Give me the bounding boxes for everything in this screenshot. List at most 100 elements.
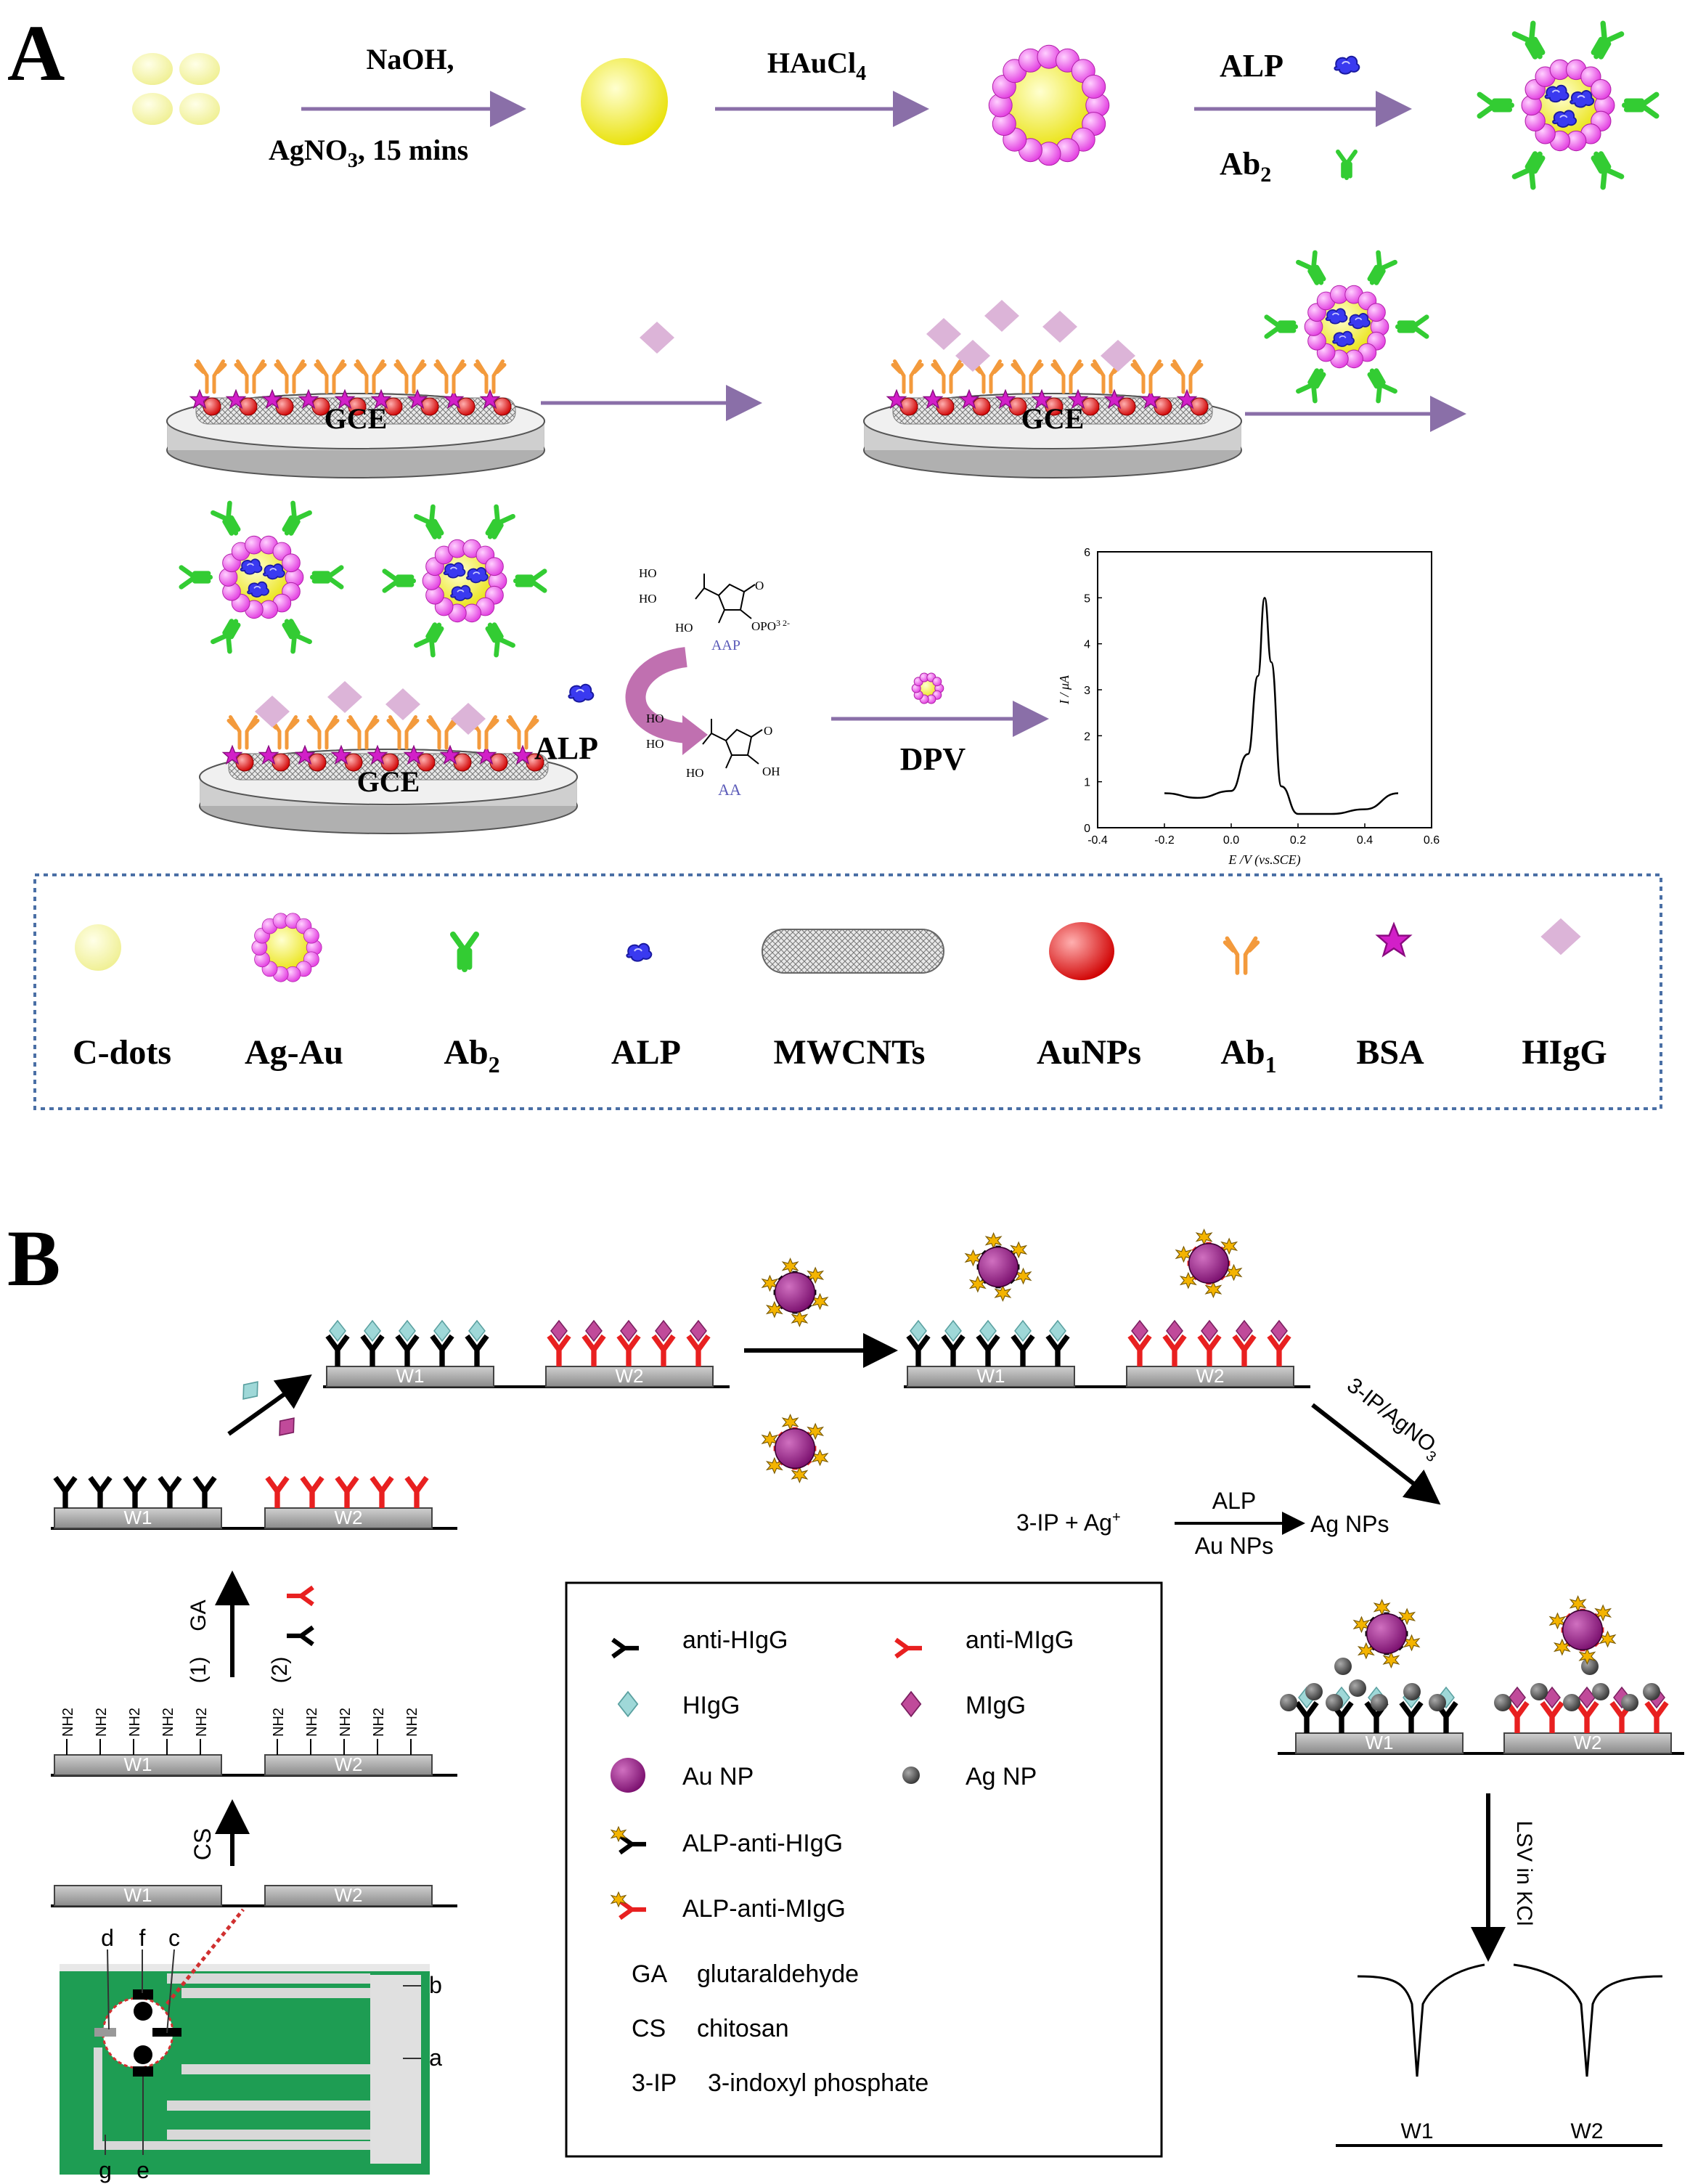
conversion-curved-arrow bbox=[625, 647, 688, 743]
step1-top-label: NaOH, bbox=[366, 43, 454, 76]
gce-label-3: GCE bbox=[357, 765, 420, 798]
hlgg-icon bbox=[640, 322, 674, 354]
legend-aunp-icon bbox=[1049, 922, 1114, 980]
step3-bottom-label: Ab2 bbox=[1220, 146, 1271, 187]
chip-label-g: g bbox=[99, 2157, 112, 2183]
abbrev-ga-key: GA bbox=[632, 1960, 667, 1988]
row3-alp-label: ALP bbox=[534, 730, 598, 766]
chip-label-b: b bbox=[429, 1972, 442, 1998]
ga-step1-label: (1) bbox=[187, 1657, 211, 1684]
legend-label-agau: Ag-Au bbox=[245, 1033, 343, 1072]
nh2-label: NH2 bbox=[94, 1708, 110, 1737]
ag-np-dot bbox=[1429, 1694, 1446, 1711]
legend-b: anti-HIgG anti-MIgG HIgG MIgG Au NP Ag N… bbox=[611, 1626, 1074, 2097]
electrode-w2 bbox=[264, 1885, 433, 1907]
ag-np-dot bbox=[1530, 1683, 1548, 1700]
alp-antibody-au-conjugate bbox=[762, 1414, 828, 1483]
legend-mwcnt-icon bbox=[762, 929, 944, 974]
legend-ag-np: Ag NP bbox=[966, 1763, 1037, 1790]
dpv-xlabel: E /V (vs.SCE) bbox=[1228, 852, 1300, 868]
dpv-ytick-label: 1 bbox=[1084, 777, 1090, 789]
dpv-ytick-label: 4 bbox=[1084, 639, 1090, 651]
aa-o: O bbox=[764, 724, 772, 738]
lsv-w1-label: W1 bbox=[1401, 2119, 1434, 2143]
aap-molecule bbox=[695, 574, 756, 624]
legend-agau-icon bbox=[251, 913, 322, 982]
nh2-label: NH2 bbox=[271, 1708, 287, 1737]
legend-label-cdots: C-dots bbox=[73, 1033, 171, 1072]
legend-alp-anti-migg: ALP-anti-MIgG bbox=[682, 1895, 846, 1923]
alp-antibody-au-conjugate bbox=[1353, 1599, 1420, 1668]
dpv-curve bbox=[1164, 597, 1399, 815]
gce-electrode-1 bbox=[166, 362, 545, 478]
dpv-ytick-label: 6 bbox=[1084, 547, 1090, 559]
w1-label: W1 bbox=[977, 1365, 1005, 1387]
electrode-w2 bbox=[264, 1754, 433, 1776]
step-3ip-label: 3-IP/AgNO3 bbox=[1339, 1373, 1446, 1465]
legend-label-bsa: BSA bbox=[1356, 1033, 1424, 1072]
reaction-top: ALP bbox=[1212, 1488, 1256, 1514]
nh2-label: NH2 bbox=[60, 1708, 76, 1737]
legend-hlgg-icon bbox=[1540, 918, 1581, 956]
aa-molecule bbox=[702, 719, 763, 769]
nh2-label: NH2 bbox=[304, 1708, 320, 1737]
gce-label-2: GCE bbox=[1021, 402, 1085, 435]
legend-label-mwcnts: MWCNTs bbox=[774, 1033, 926, 1072]
conjugate-row2 bbox=[1267, 253, 1426, 401]
dpv-label: DPV bbox=[900, 741, 966, 777]
ag-np-dot bbox=[1349, 1679, 1366, 1697]
ag-np-dot bbox=[1563, 1694, 1580, 1711]
chip-label-e: e bbox=[136, 2157, 150, 2183]
w2-label: W2 bbox=[335, 1884, 363, 1906]
legend-ab1-icon bbox=[1225, 938, 1258, 973]
aap-ho-2: HO bbox=[639, 592, 657, 606]
ag-au-particle bbox=[988, 44, 1110, 166]
ag-nanoparticle bbox=[581, 58, 668, 145]
abbrev-cs-value: chitosan bbox=[697, 2015, 789, 2042]
legend-ab2-icon bbox=[453, 934, 476, 969]
alp-antibody-au-conjugate bbox=[965, 1232, 1032, 1302]
aa-label: AA bbox=[718, 781, 741, 799]
reaction-left: 3-IP + Ag+ bbox=[1016, 1509, 1121, 1536]
step2-label: HAuCl4 bbox=[767, 46, 866, 85]
abbrev-ga-value: glutaraldehyde bbox=[697, 1960, 859, 1988]
w2-label: W2 bbox=[1574, 1732, 1602, 1753]
ag-np-dot bbox=[1643, 1683, 1660, 1700]
alp-enzyme-icon bbox=[568, 683, 595, 703]
arrow-3ip bbox=[1311, 1403, 1441, 1505]
legend-alp-icon bbox=[626, 942, 653, 962]
alp-antibody-au-conjugate bbox=[1175, 1228, 1242, 1298]
chip-label-a: a bbox=[429, 2045, 442, 2071]
w1-label: W1 bbox=[124, 1884, 152, 1906]
alp-antibody-au-conjugate bbox=[1549, 1595, 1616, 1665]
dpv-plot-frame bbox=[1097, 551, 1432, 828]
legend-box-b bbox=[565, 1581, 1163, 2158]
dpv-ytick-label: 3 bbox=[1084, 685, 1090, 697]
lsv-peak-w2 bbox=[1513, 1963, 1663, 2077]
ag-np-dot bbox=[1592, 1683, 1609, 1700]
aa-ho-3: HO bbox=[686, 766, 704, 780]
ag-np-dot bbox=[1371, 1694, 1388, 1711]
legend-label-alp: ALP bbox=[611, 1033, 681, 1072]
ag-np-dot bbox=[1326, 1694, 1343, 1711]
abbrev-cs-key: CS bbox=[632, 2015, 666, 2042]
legend-au-np: Au NP bbox=[682, 1763, 754, 1790]
lsv-peak-w1 bbox=[1357, 1963, 1485, 2077]
legend-label-ab1: Ab1 bbox=[1220, 1033, 1276, 1077]
electrode-w2 bbox=[545, 1366, 714, 1388]
electrode-w1 bbox=[54, 1885, 222, 1907]
gce-label-1: GCE bbox=[325, 402, 388, 435]
legend-label-hlgg: HIgG bbox=[1522, 1033, 1607, 1072]
ag-np-dot bbox=[1403, 1683, 1421, 1700]
chip-label-f: f bbox=[139, 1925, 146, 1951]
nh2-label: NH2 bbox=[160, 1708, 176, 1737]
chip-label-c: c bbox=[168, 1925, 180, 1951]
legend-au-np-icon bbox=[611, 1758, 645, 1793]
legend-bsa-icon bbox=[1376, 923, 1411, 957]
w2-label: W2 bbox=[1196, 1365, 1225, 1387]
dpv-ylabel: I / μA bbox=[1057, 675, 1072, 705]
alp-antibody-au-conjugate bbox=[762, 1258, 828, 1327]
legend-a-labels: C-dots Ag-Au Ab2 ALP MWCNTs AuNPs Ab1 BS… bbox=[73, 1033, 1607, 1077]
ag-np-dot bbox=[1621, 1694, 1638, 1711]
